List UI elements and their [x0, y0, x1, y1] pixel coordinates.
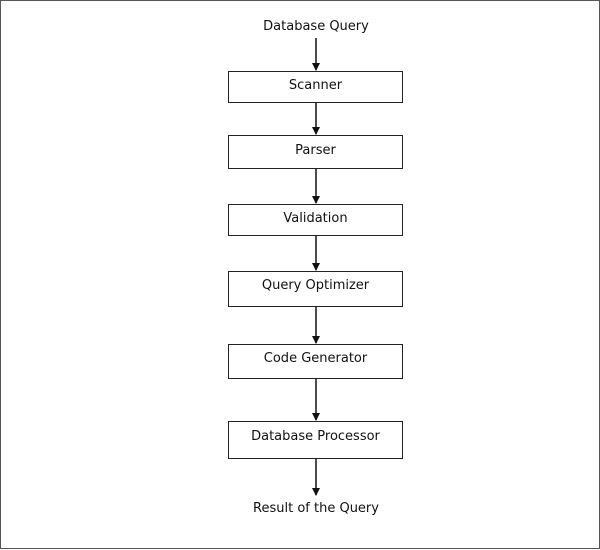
stage-box-parser: Parser	[228, 135, 403, 169]
stage-label-parser: Parser	[295, 143, 336, 158]
stage-label-scanner: Scanner	[288, 78, 343, 93]
stage-box-query-optimizer: Query Optimizer	[228, 271, 403, 307]
stage-box-database-processor: Database Processor	[228, 421, 403, 459]
stage-label-code-generator: Code Generator	[263, 351, 368, 366]
stage-box-code-generator: Code Generator	[228, 344, 403, 379]
stage-label-validation: Validation	[283, 211, 348, 226]
stage-box-validation: Validation	[228, 204, 403, 236]
output-label: Result of the Query	[253, 501, 379, 516]
stage-label-database-processor: Database Processor	[251, 429, 380, 444]
stage-box-scanner: Scanner	[228, 71, 403, 103]
input-label: Database Query	[263, 19, 369, 34]
stage-label-query-optimizer: Query Optimizer	[261, 278, 370, 293]
